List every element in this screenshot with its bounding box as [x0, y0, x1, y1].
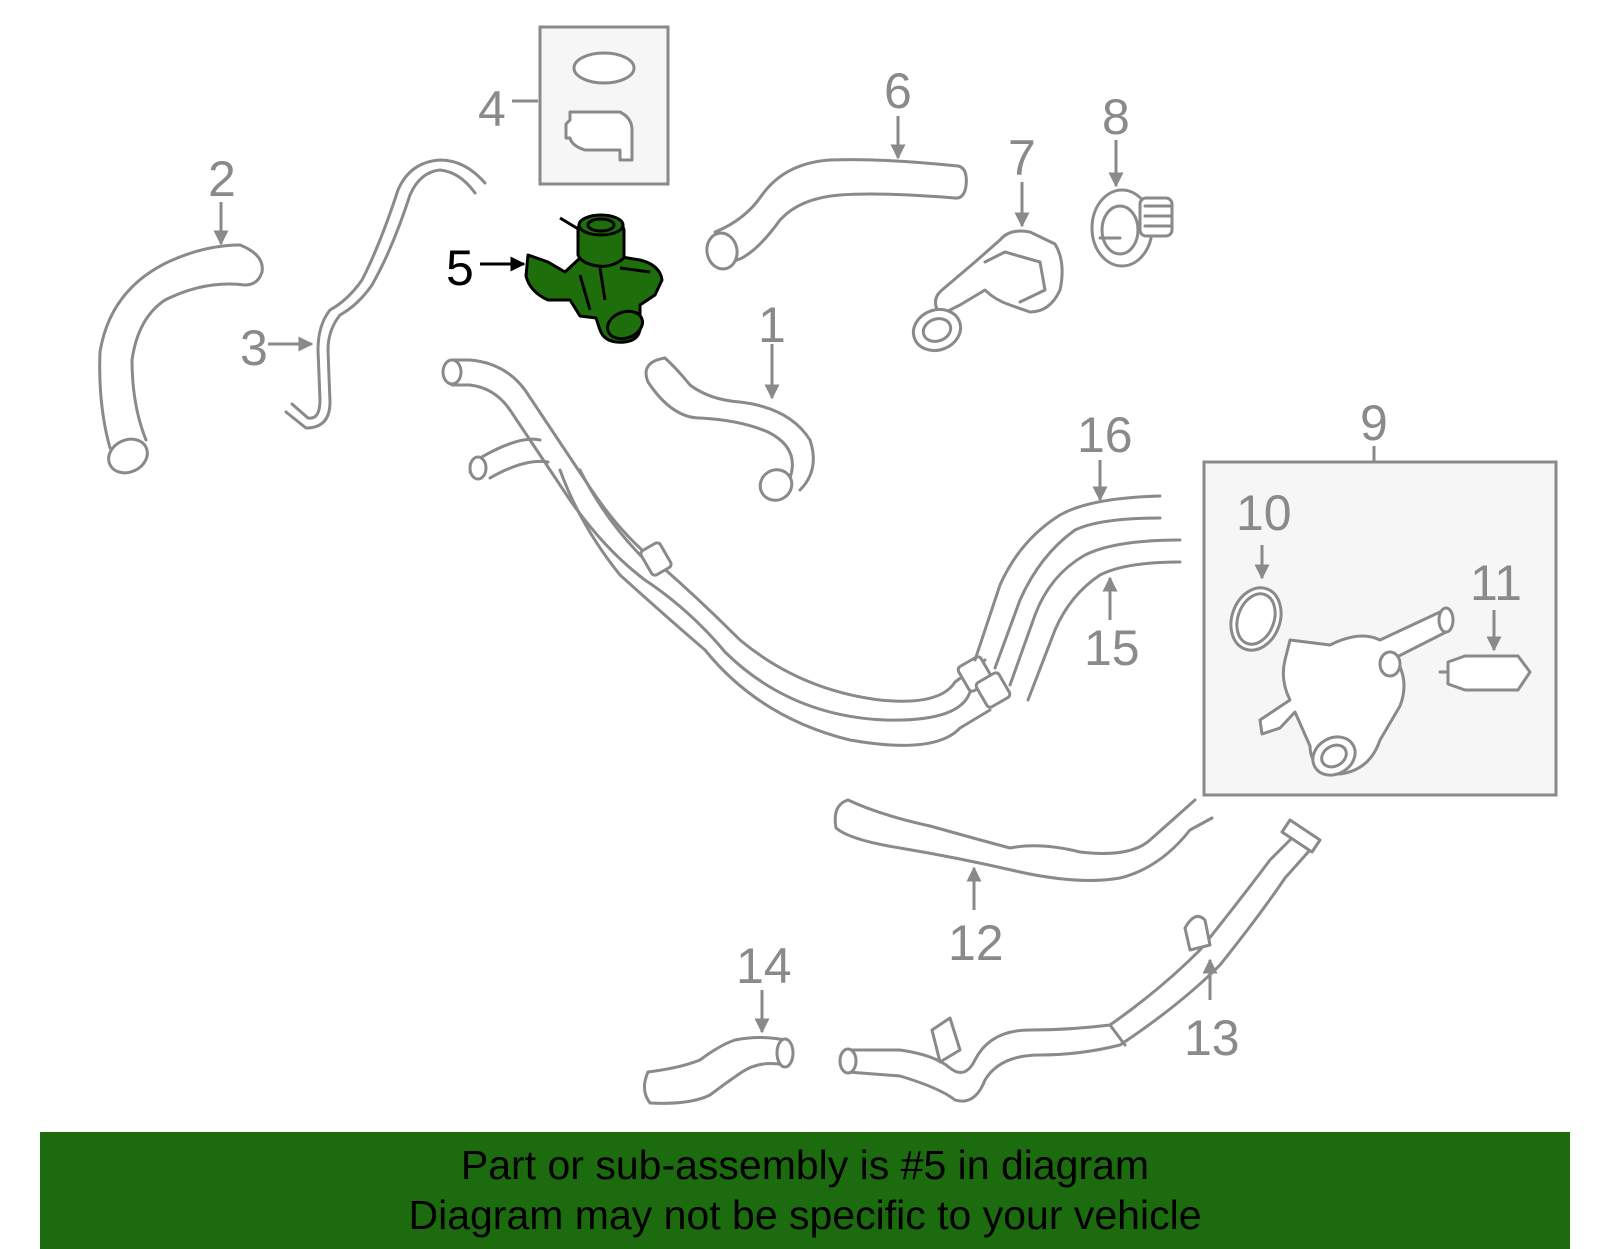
- part-3-pipe[interactable]: 3: [240, 158, 487, 430]
- info-banner: Part or sub-assembly is #5 in diagram Di…: [40, 1132, 1570, 1249]
- callout-11: 11: [1470, 555, 1522, 611]
- callout-10: 10: [1236, 485, 1292, 541]
- callout-16: 16: [1077, 407, 1133, 463]
- banner-line-1: Part or sub-assembly is #5 in diagram: [460, 1142, 1150, 1188]
- callout-1: 1: [758, 297, 786, 353]
- part-8-thermostat[interactable]: 8: [1090, 89, 1174, 268]
- long-coolant-pipe[interactable]: [441, 358, 1012, 747]
- callout-14: 14: [736, 938, 792, 994]
- callout-13: 13: [1184, 1010, 1240, 1066]
- part-14-hose[interactable]: 14: [643, 938, 795, 1105]
- part-7-thermostat-housing[interactable]: 7: [908, 130, 1064, 357]
- part-9-outlet-assembly[interactable]: 9 10 11: [1202, 395, 1558, 797]
- callout-12: 12: [948, 915, 1004, 971]
- part-1-hose[interactable]: 1: [644, 297, 815, 506]
- part-12-hose[interactable]: 12: [833, 798, 1214, 971]
- callout-8: 8: [1102, 89, 1130, 145]
- callout-6: 6: [884, 63, 912, 119]
- part-13-pipe[interactable]: 13: [838, 818, 1322, 1103]
- part-2-hose[interactable]: 2: [98, 151, 264, 479]
- part-4-gasket-kit[interactable]: 4: [478, 25, 670, 186]
- part-16-pipe[interactable]: 16: [973, 407, 1162, 670]
- part-6-hose[interactable]: 6: [704, 63, 968, 271]
- callout-9: 9: [1360, 395, 1388, 451]
- banner-line-2: Diagram may not be specific to your vehi…: [408, 1192, 1202, 1238]
- callout-3: 3: [240, 320, 268, 376]
- part-15-pipe[interactable]: 15: [1008, 538, 1182, 702]
- callout-2: 2: [208, 151, 236, 207]
- part-5-water-outlet[interactable]: 5: [446, 213, 664, 344]
- callout-15: 15: [1084, 620, 1140, 676]
- callout-4: 4: [478, 81, 506, 137]
- callout-7: 7: [1008, 130, 1036, 186]
- callout-5: 5: [446, 240, 474, 296]
